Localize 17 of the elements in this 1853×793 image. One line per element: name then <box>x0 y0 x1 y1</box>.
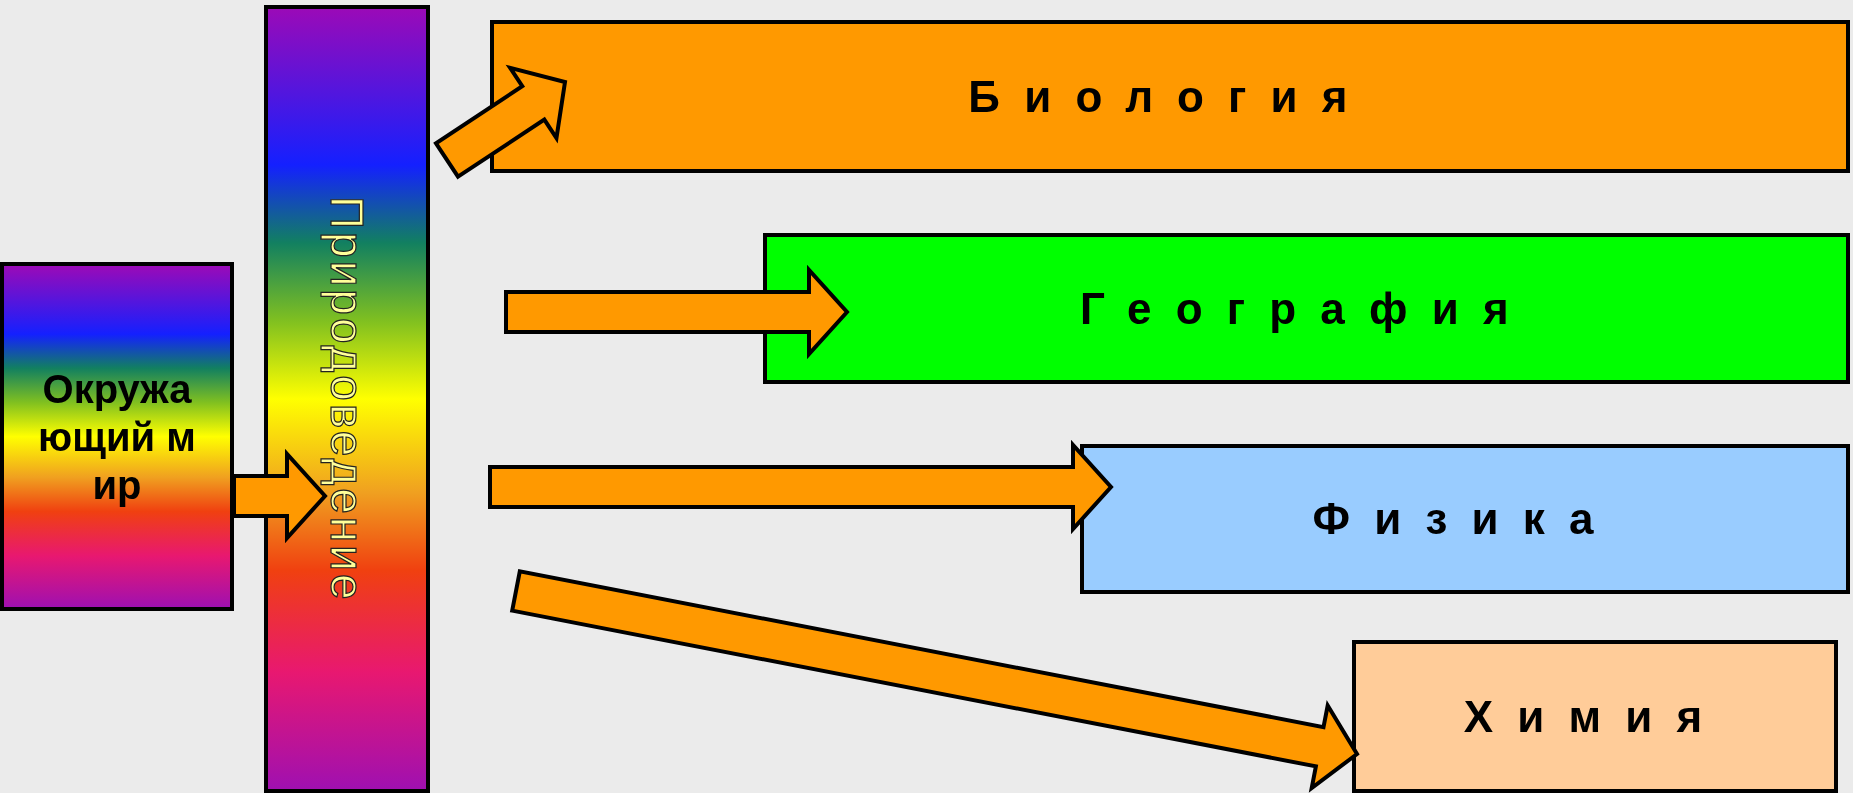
block-arrow <box>232 448 328 544</box>
subject-box <box>490 20 1850 173</box>
subject-box <box>0 262 234 611</box>
subject-label: Физика <box>1312 494 1618 544</box>
subject-box <box>763 233 1850 384</box>
block-arrow <box>488 439 1114 535</box>
subject-label: География <box>1080 283 1533 334</box>
subject-box <box>1352 640 1838 793</box>
block-arrow <box>509 569 1360 793</box>
vertical-title: Природоведение <box>320 195 374 603</box>
subject-label: Окружающий мир <box>37 365 197 509</box>
block-arrow <box>433 64 568 180</box>
subject-label: Биология <box>968 71 1372 122</box>
subject-box <box>1080 444 1850 594</box>
block-arrow <box>504 264 850 360</box>
vertical-band <box>264 5 430 793</box>
subject-label: Химия <box>1463 691 1727 742</box>
